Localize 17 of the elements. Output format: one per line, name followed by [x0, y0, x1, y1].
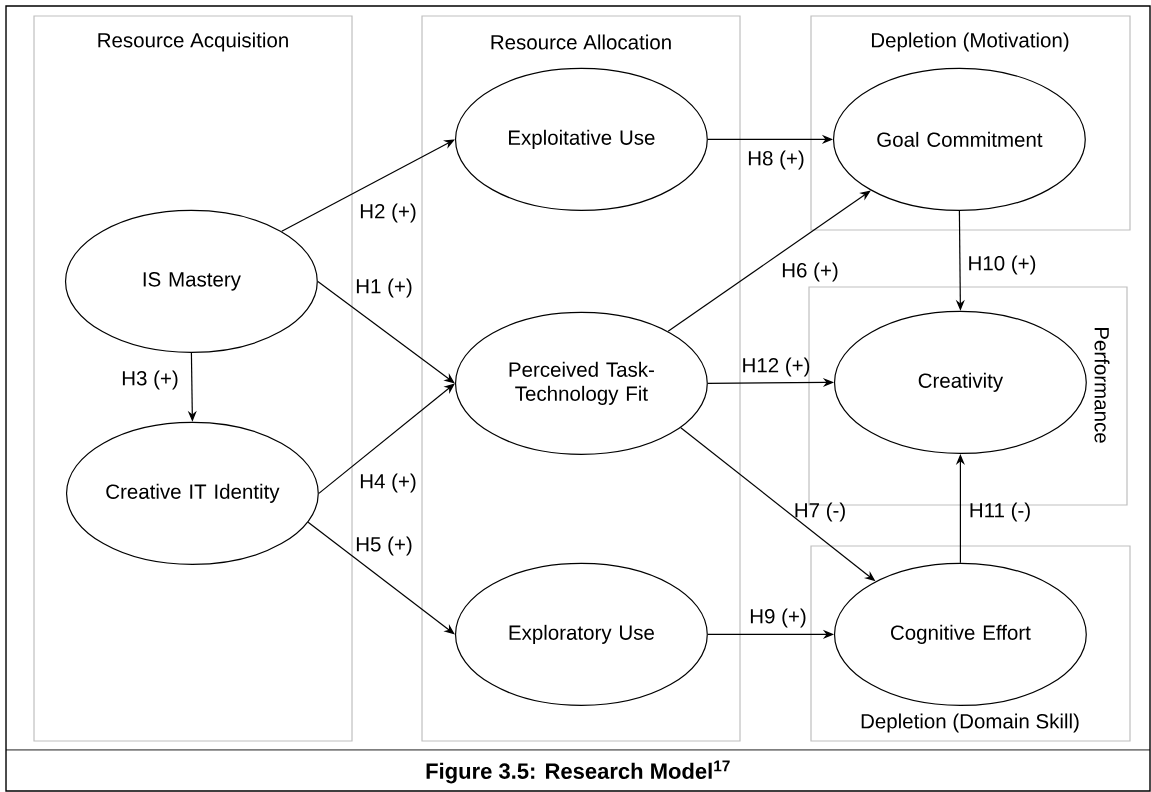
arrow — [307, 521, 455, 635]
edge-label: H2 (+) — [360, 203, 416, 223]
edge-label: H1 (+) — [356, 278, 412, 298]
figure-caption: Figure 3.5: Research Model$^{17}$ — [426, 760, 730, 784]
edge-label: H10 (+) — [969, 255, 1036, 275]
arrow — [317, 280, 455, 384]
edge-label: H6 (+) — [782, 262, 838, 282]
edge-label: H8 (+) — [748, 150, 804, 170]
arrow — [281, 139, 455, 232]
arrow — [667, 190, 871, 332]
edge-label: H9 (+) — [750, 608, 806, 628]
arrow — [955, 454, 965, 564]
edge-label: H3 (+) — [122, 370, 178, 390]
edge-label: H4 (+) — [360, 473, 416, 493]
edge-label: H5 (+) — [356, 536, 412, 556]
arrow — [318, 383, 455, 494]
edge-label: H12 (+) — [743, 357, 810, 377]
